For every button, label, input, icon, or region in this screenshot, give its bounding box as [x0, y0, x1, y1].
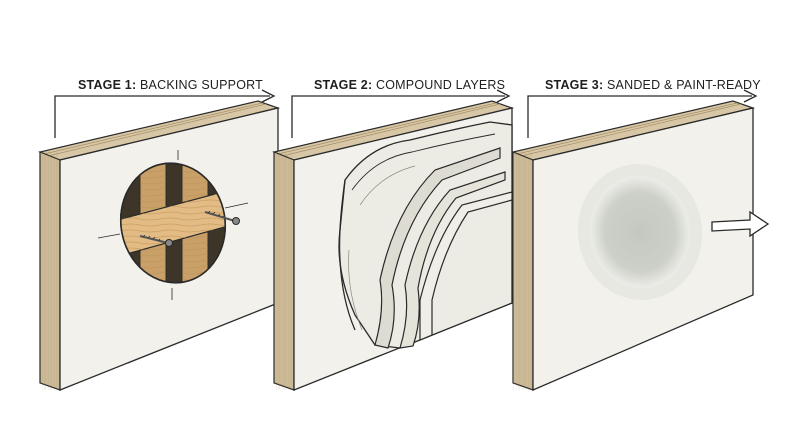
backing-support-hole [97, 150, 249, 300]
arrow-right-icon [711, 210, 770, 238]
stage-2-label: STAGE 2: COMPOUND LAYERS [314, 78, 506, 92]
stage-3-bracket-arrow [527, 89, 758, 138]
stage-1-label: STAGE 1: BACKING SUPPORT [78, 78, 263, 92]
screw-icon [204, 210, 240, 225]
stage-3-label: STAGE 3: SANDED & PAINT-READY [545, 78, 761, 92]
panel-3 [511, 100, 770, 391]
sanded-patch [577, 164, 703, 300]
panel-1 [38, 100, 281, 391]
screw-icon [139, 234, 173, 247]
panel-2 [272, 100, 515, 391]
stage-1-bracket-arrow [54, 89, 276, 138]
stage-2-bracket-arrow [291, 89, 511, 138]
compound-layers [338, 121, 513, 349]
